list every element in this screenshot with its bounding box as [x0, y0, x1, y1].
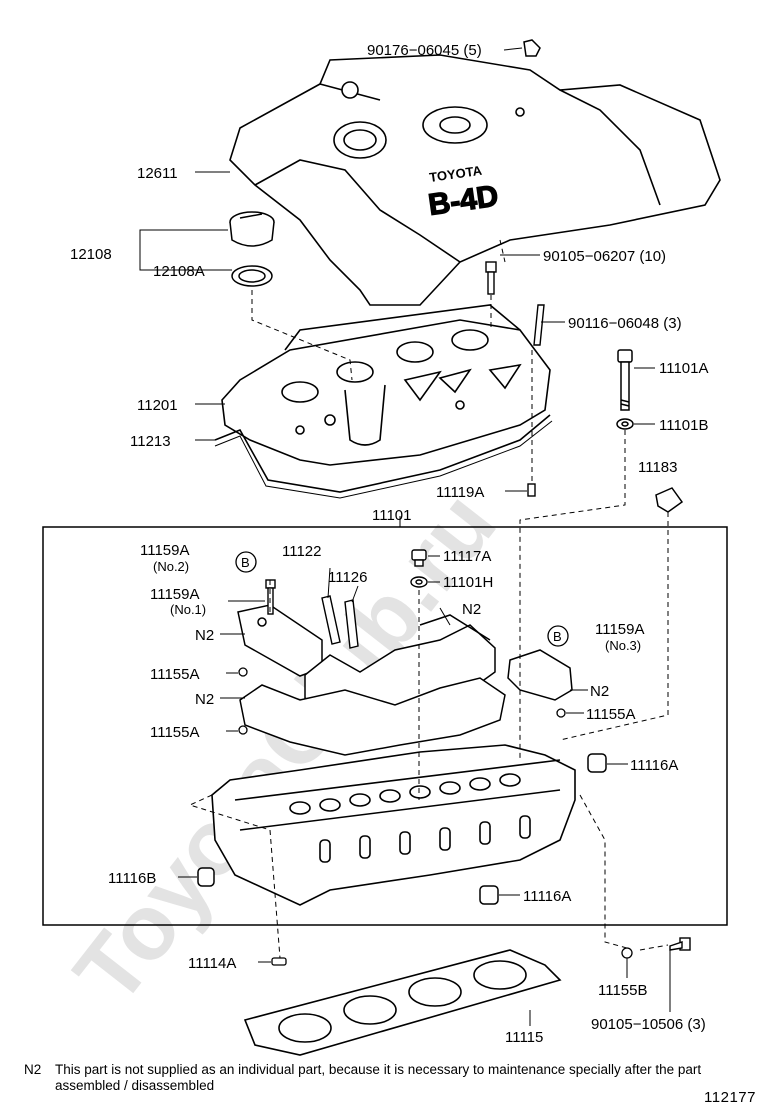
- label-no2: (No.2): [153, 559, 189, 574]
- cylinder-head-cover: [221, 304, 551, 466]
- label-n2-c: N2: [590, 683, 609, 700]
- cover-nut-icon: [523, 39, 541, 57]
- label-11101h: 11101H: [443, 574, 493, 591]
- label-90116: 90116−06048 (3): [568, 315, 682, 332]
- bearing-cap-no3: [507, 649, 573, 701]
- label-11101b: 11101B: [659, 417, 709, 434]
- pin-11155a-3: [556, 708, 566, 718]
- bearing-cap-no1: [237, 604, 323, 677]
- figure-code: 112177: [704, 1089, 756, 1106]
- part-labels: 90176−06045 (5) 12611 12108 12108A 90105…: [70, 42, 709, 1046]
- label-11159a-no1: 11159A: [150, 586, 200, 603]
- label-11155a-3: 11155A: [586, 706, 636, 723]
- label-11116a-2: 11116A: [523, 888, 571, 905]
- label-90176: 90176−06045 (5): [367, 42, 482, 59]
- head-bolt-washer: [616, 418, 634, 430]
- label-12611: 12611: [137, 165, 178, 182]
- label-n2-b: N2: [462, 601, 481, 618]
- label-11115: 11115: [505, 1029, 543, 1046]
- pin-11114a: [271, 957, 287, 966]
- footnote-tag: N2: [24, 1062, 42, 1077]
- label-90105-10506: 90105−10506 (3): [591, 1016, 706, 1033]
- label-11116b: 11116B: [108, 870, 156, 887]
- dowel-11122: [321, 595, 341, 645]
- label-no3: (No.3): [605, 638, 641, 653]
- label-11183: 11183: [638, 459, 678, 476]
- label-11117a: 11117A: [443, 548, 491, 565]
- plug-11116a-2: [479, 885, 499, 905]
- cover-bolt: [485, 261, 497, 295]
- leader-lines: [139, 47, 671, 1026]
- cylinder-head-frame: [42, 526, 728, 926]
- label-11126: 11126: [328, 569, 368, 586]
- pin-11155a-1: [238, 667, 248, 677]
- label-no1: (No.1): [170, 602, 206, 617]
- pin-11119a: [527, 483, 536, 497]
- label-11155a-1: 11155A: [150, 666, 200, 683]
- footnote-text: This part is not supplied as an individu…: [55, 1062, 702, 1093]
- ref-circle-b-1: [235, 551, 257, 573]
- stud-bolt: [533, 304, 545, 346]
- head-bolt: [617, 349, 633, 411]
- washer-11101h: [410, 576, 428, 588]
- label-11101a: 11101A: [659, 360, 709, 377]
- pin-11155a-2: [238, 725, 248, 735]
- plug-11117a: [411, 549, 427, 567]
- label-12108a: 12108A: [153, 263, 205, 280]
- ref-circle-b-2: [547, 625, 569, 647]
- label-11213: 11213: [130, 433, 171, 450]
- cap-gasket: [231, 265, 273, 287]
- dowel-11126: [344, 599, 359, 649]
- label-11159a-no2: 11159A: [140, 542, 190, 559]
- label-11119a: 11119A: [436, 484, 484, 501]
- cylinder-head: [211, 744, 576, 906]
- label-n2-d: N2: [195, 691, 214, 708]
- alignment-lines: [188, 239, 669, 959]
- label-11114a: 11114A: [188, 955, 236, 972]
- oil-filler-cap: [229, 211, 275, 247]
- part-11183: [655, 487, 684, 513]
- label-90105-06207: 90105−06207 (10): [543, 248, 666, 265]
- label-11159a-no3: 11159A: [595, 621, 645, 638]
- head-gasket: [243, 949, 562, 1056]
- cover-brand-text: TOYOTA: [428, 163, 483, 185]
- label-b-1: B: [241, 555, 250, 570]
- label-11116a-1: 11116A: [630, 757, 678, 774]
- cam-housing-lower: [239, 677, 506, 756]
- plug-11116b: [197, 867, 215, 887]
- label-b-2: B: [553, 629, 562, 644]
- head-bolt-small: [669, 937, 691, 951]
- pin-11155b: [621, 947, 633, 959]
- engine-cover: [229, 54, 721, 306]
- plug-11116a-1: [587, 753, 607, 773]
- label-11155a-2: 11155A: [150, 724, 200, 741]
- label-11155b: 11155B: [598, 982, 648, 999]
- label-n2-a: N2: [195, 627, 214, 644]
- label-11122: 11122: [282, 543, 322, 560]
- head-cover-gasket: [214, 414, 551, 493]
- label-11101: 11101: [372, 507, 412, 524]
- label-12108: 12108: [70, 246, 112, 263]
- label-11201: 11201: [137, 397, 178, 414]
